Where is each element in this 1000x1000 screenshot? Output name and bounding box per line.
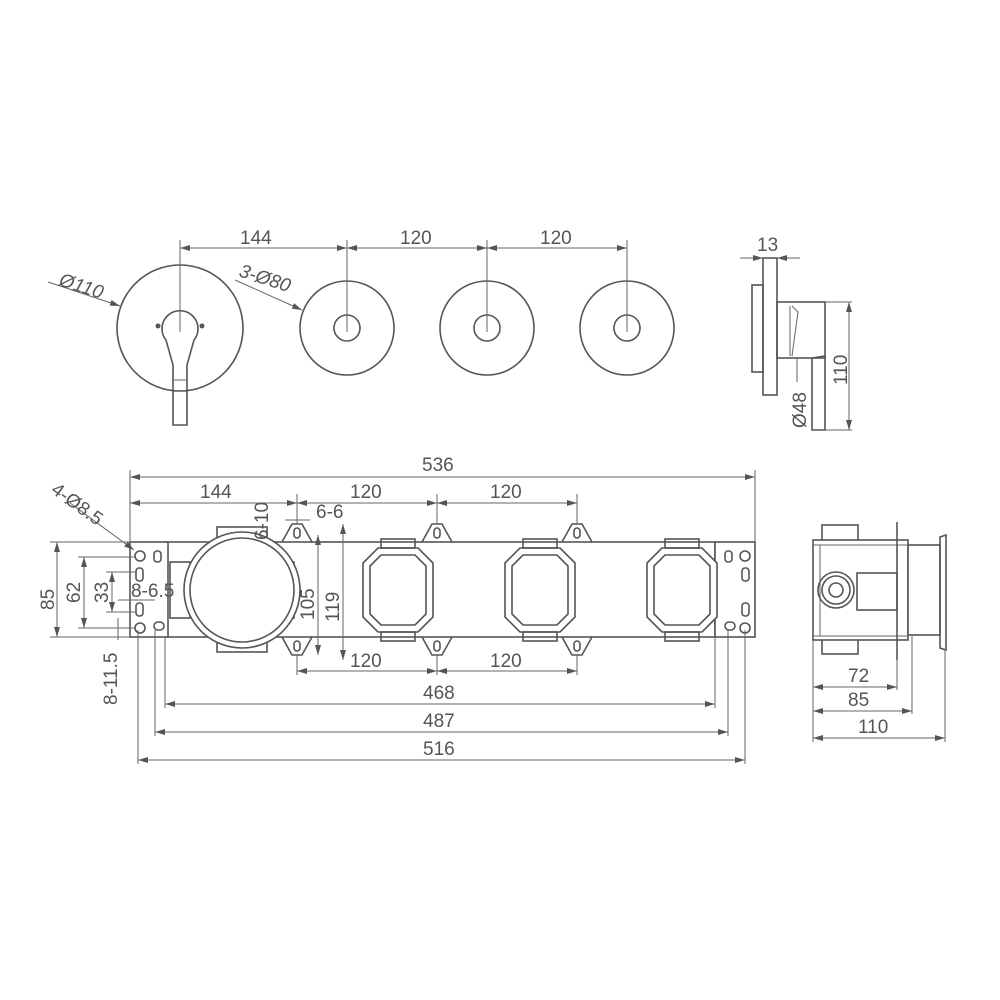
dim-8-11.5: 8-11.5 [101, 653, 122, 705]
dim-468: 468 [423, 683, 455, 704]
dim-85-side: 85 [848, 690, 869, 711]
dim-62: 62 [64, 582, 85, 603]
diverter-valves [362, 538, 718, 642]
dim-33: 33 [92, 582, 113, 603]
dim-536: 536 [422, 455, 454, 476]
dim-105: 105 [298, 588, 319, 620]
dim-144-bottom: 144 [200, 482, 232, 503]
mixer-valve-body [169, 526, 301, 653]
dim-516: 516 [423, 739, 455, 760]
right-bracket [714, 541, 756, 638]
dim-120-top-a: 120 [350, 482, 382, 503]
side-view-bottom: 72 85 110 [812, 522, 947, 742]
dim-72: 72 [848, 666, 869, 687]
dim-4-diameter-8.5: 4-Ø8.5 [47, 479, 106, 530]
side-view-top: 110 13 Ø48 [740, 235, 852, 431]
dim-8-6.5: 8-6.5 [131, 581, 174, 602]
dim-diameter-48: Ø48 [790, 392, 811, 428]
dim-119: 119 [323, 592, 344, 622]
dim-120-a: 120 [400, 228, 432, 249]
dim-120-bottom-a: 120 [350, 651, 382, 672]
dim-110-side: 110 [858, 717, 888, 738]
dim-487: 487 [423, 711, 455, 732]
rough-in-view: 536 144 120 120 6-10 6-6 105 119 85 62 3… [38, 455, 756, 764]
dim-120-b: 120 [540, 228, 572, 249]
dim-height-110: 110 [831, 355, 852, 385]
dim-6-6: 6-6 [316, 502, 343, 523]
dim-144: 144 [240, 228, 272, 249]
dim-85-left: 85 [38, 589, 59, 610]
dim-diameter-80: 3-Ø80 [236, 261, 293, 297]
dim-6-10: 6-10 [252, 502, 273, 540]
dim-diameter-110: Ø110 [56, 269, 107, 303]
front-view: 144 120 120 Ø110 3-Ø80 [47, 228, 675, 426]
dim-thickness-13: 13 [757, 235, 778, 256]
lever-handle [161, 309, 199, 426]
dim-120-top-b: 120 [490, 482, 522, 503]
dim-120-bottom-b: 120 [490, 651, 522, 672]
